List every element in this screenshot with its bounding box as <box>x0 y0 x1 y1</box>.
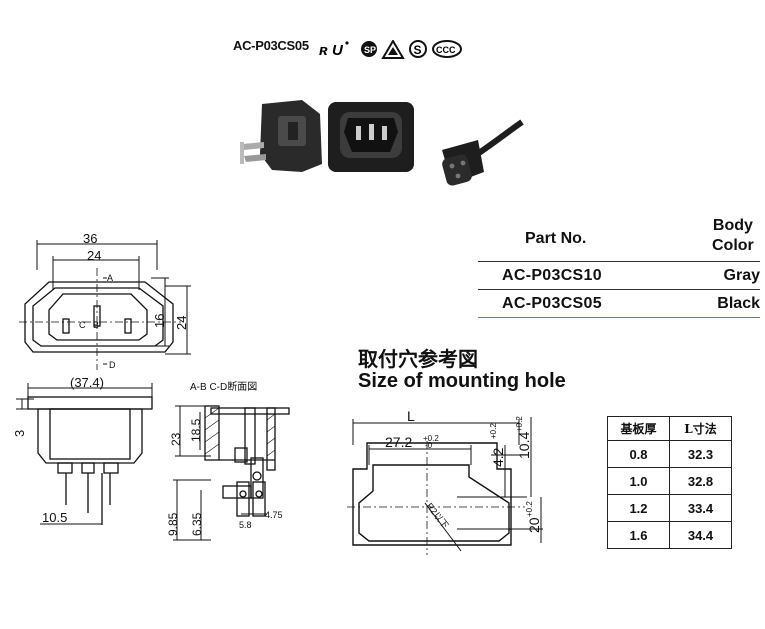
front-dimension-lines <box>36 240 191 355</box>
mount-tol-27-b: -0 <box>425 441 433 450</box>
section-dim-18-5: 18.5 <box>189 418 203 442</box>
parts-divider <box>478 289 760 290</box>
parts-col-part: Part No. <box>525 230 587 247</box>
size-cell-t: 1.2 <box>607 494 670 522</box>
size-cell-l: 32.3 <box>669 440 732 468</box>
side-dim-width: (37.4) <box>70 375 104 390</box>
side-view-drawing: (37.4) 3 10.5 <box>12 375 153 525</box>
svg-text:CCC: CCC <box>436 45 456 55</box>
parts-divider <box>478 317 760 318</box>
front-dim-24: 24 <box>87 248 101 263</box>
section-dim-9-85: 9.85 <box>166 512 180 536</box>
section-dimension-lines <box>173 405 267 541</box>
model-title: AC-P03CS05 <box>233 38 309 53</box>
csa-icon: SP <box>361 41 377 57</box>
ccc-icon: CCC <box>432 40 462 58</box>
front-dim-24-v: 24 <box>174 316 189 330</box>
parts-col-color-2: Color <box>712 237 754 254</box>
ul-icon: ʀ U <box>319 41 349 59</box>
mount-tol-27: +0.2 <box>423 434 439 443</box>
parts-row-part: AC-P03CS05 <box>502 295 602 312</box>
mount-title-cn: 取付穴参考図 <box>358 347 478 371</box>
parts-row-part: AC-P03CS10 <box>502 267 602 284</box>
front-dim-16: 16 <box>152 314 167 328</box>
section-dim-6-35: 6.35 <box>190 512 204 536</box>
size-table: 基板厚 L寸法 0.8 32.3 1.0 32.8 1.2 33.4 1.6 3… <box>607 416 732 549</box>
table-row: 0.8 32.3 <box>607 440 732 468</box>
socket-rear-image <box>240 100 322 172</box>
section-outline <box>204 405 290 517</box>
svg-text:ʀ U: ʀ U <box>319 42 344 59</box>
size-cell-l: 34.4 <box>669 521 732 549</box>
section-dim-4-75: 4.75 <box>265 510 283 520</box>
front-dim-36: 36 <box>83 231 97 246</box>
mount-dim-20: 20 <box>526 517 542 533</box>
size-col-l: L寸法 <box>669 416 732 441</box>
socket-front-image <box>328 102 414 172</box>
front-outline <box>24 281 174 353</box>
product-photos <box>240 100 524 186</box>
section-hatching <box>204 407 276 457</box>
power-cord-image <box>442 119 524 186</box>
mount-tol-10-4: +0.2 <box>515 416 524 432</box>
size-cell-t: 1.6 <box>607 521 670 549</box>
mount-radius-leader <box>424 502 462 552</box>
front-view-drawing: 36 24 A B C D 16 24 <box>19 231 191 370</box>
side-dim-top: 3 <box>12 430 27 437</box>
mount-tol-4-2: +0.2 <box>489 423 498 439</box>
vde-triangle-icon <box>381 40 405 59</box>
front-mark-d: D <box>109 360 116 370</box>
s-mark-icon: S <box>409 40 427 58</box>
section-label: A-B C-D断面図 <box>190 380 257 393</box>
front-centerlines <box>19 268 181 370</box>
section-view-drawing: A-B C-D断面図 23 18. <box>166 380 290 541</box>
size-table-header: 基板厚 L寸法 <box>607 416 732 441</box>
mount-dim-l: L <box>407 408 415 424</box>
parts-row-color: Gray <box>723 267 760 284</box>
svg-text:S: S <box>414 43 422 57</box>
section-dim-23: 23 <box>169 432 183 446</box>
mount-radius-label: R2以下 <box>424 501 450 530</box>
size-col-thickness: 基板厚 <box>607 416 670 441</box>
size-cell-l: 33.4 <box>669 494 732 522</box>
mount-tol-20: +0.2 <box>525 501 534 517</box>
parts-table: Part No. Body Color AC-P03CS10 Gray AC-P… <box>478 214 760 318</box>
front-mark-a: A <box>107 273 113 283</box>
parts-col-color: Body Color <box>712 216 754 256</box>
mount-dim-27-2: 27.2 <box>385 434 412 450</box>
cert-marks: ʀ U SP S CCC <box>319 40 462 59</box>
side-dimension-lines <box>16 383 153 525</box>
table-row: 1.2 33.4 <box>607 494 732 522</box>
section-dim-5-8: 5.8 <box>239 520 252 530</box>
mount-dim-4-2: 4.2 <box>490 447 506 467</box>
mount-outline <box>352 442 512 546</box>
size-cell-t: 1.0 <box>607 467 670 495</box>
mount-dimension-lines <box>352 417 543 543</box>
front-mark-c: C <box>79 320 86 330</box>
parts-divider <box>478 261 760 262</box>
table-row: 1.0 32.8 <box>607 467 732 495</box>
size-cell-l: 32.8 <box>669 467 732 495</box>
parts-col-color-1: Body <box>712 217 753 234</box>
side-outline <box>27 396 153 525</box>
table-row: 1.6 34.4 <box>607 521 732 549</box>
size-cell-t: 0.8 <box>607 440 670 468</box>
svg-text:SP: SP <box>364 45 376 55</box>
mount-dim-10-4: 10.4 <box>516 432 532 459</box>
mount-centerlines <box>347 441 525 555</box>
parts-row-color: Black <box>717 295 760 312</box>
mounting-hole-drawing: L 27.2 +0.2 -0 4.2 +0.2 10.4 +0.2 20 +0.… <box>347 408 543 555</box>
mount-title-en: Size of mounting hole <box>358 370 566 392</box>
front-mark-b: B <box>93 320 99 330</box>
side-dim-pin: 10.5 <box>42 510 67 525</box>
